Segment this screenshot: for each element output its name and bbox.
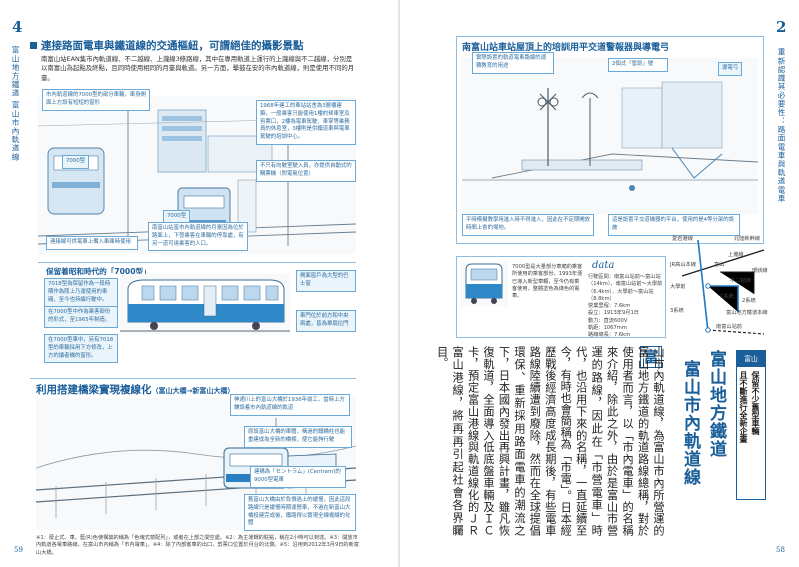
section1-title: 連接路面電車與鐵道線的交通樞紐，可謂絕佳的攝影景點	[41, 40, 304, 52]
label-7000-sign-a: 7000型	[62, 155, 90, 169]
data-frame	[456, 256, 666, 338]
callout-double-track: 舊富山大橋由於負債過上的緩慢，因此這段路線只是緩慢時期運營車，不過在新富山大橋投…	[244, 494, 356, 532]
callout-bridge-1936: 神通川上的富山大橋於1936年竣工，當時上方鋪設着市內軌道線的軌道	[230, 394, 350, 416]
left-page: 4 富山地方鐵道 富山市內軌道線 59 連接路面電車與鐵道線的交通樞紐，可謂絕佳…	[0, 0, 399, 567]
map-route-3: 3系統	[670, 308, 684, 314]
footnote: ※1：廢止式、車、藍(R)色使構築的稱為「色塊式窗配列」，或者在上部之間空處。※…	[36, 535, 359, 556]
left-side-title: 富山地方鐵道 富山市內軌道線	[11, 46, 20, 162]
map-station-toyama: 富山	[714, 262, 725, 268]
book-spine	[398, 0, 400, 567]
map-line-main: 富山地方鐵道本線	[726, 310, 768, 316]
map-station-daigakumae: 大學前	[670, 284, 686, 290]
callout-platform: 南富山站富市內軌道線的月臺因為位於路面上，下發乘客在車輛的停靠處，有另一道可達乘…	[148, 222, 248, 252]
right-page: 2 重新認識其必要性：路面電車與軌道電車 58 南富山站車站屋頂上的培訓用平交道…	[400, 0, 799, 567]
data-line: 設立：1913年9月1日	[588, 310, 639, 317]
data-lines: 行駛區間：南富山站前～富山站（14km）、南富山站前～大學前（6.4km）、大學…	[588, 274, 664, 340]
callout-training-purpose: 實際設置的軌道電車路線的運轉教育的用途	[472, 52, 554, 74]
callout-no-entry: 平時模擬教學用進入時不得進入，因此在不定期開放時間上會的場地。	[462, 214, 594, 236]
callout-bridge-rebuild: 原設富山大橋的車體，橫過的鐵橋柱也能重建成為全新的橋樑，使它能夠行駛	[244, 426, 352, 448]
map-line-shinkansen: 北陸新幹線	[734, 236, 760, 242]
map-line-kamidaki: 上瀧線	[728, 252, 744, 258]
drop-cap: 富	[640, 346, 662, 368]
data-line: 營業里程：7.6km	[588, 303, 631, 310]
map-line-fujikoshi: 不二越線	[730, 278, 751, 284]
callout-window: 市內軌道線的7000型的部分車輛，車身側面上方設有短短的窗形	[42, 89, 150, 111]
note-doors: 車門位於前方和中央兩處，皆為單扇拉門	[296, 310, 356, 332]
route-map: 大學前 富山 南富山站前 3系統 1系統 2系統 上瀧線 不二越線 富山地方鐵道…	[668, 232, 772, 342]
map-route-2: 2系統	[742, 298, 756, 304]
data-heading: data	[592, 260, 615, 271]
data-line: 動力：直流600V	[588, 317, 628, 324]
roof-sketch	[462, 58, 758, 214]
tram7000-illustration	[120, 279, 290, 332]
main-title-line2: 富山市內軌道線	[680, 360, 700, 486]
route-map-lines	[681, 239, 765, 335]
main-title-line1: 富山地方鐵道	[706, 350, 726, 458]
data-line: 行駛區間：南富山站前～富山站（14km）、南富山站前～大學前（6.4km）、大學…	[588, 274, 663, 302]
callout-ticket: 不只有向駛室駛入員，亦提供自動式的購票機（附電氣位置）	[256, 160, 356, 182]
section3-title-sub: （富山大橋→新富山大橋）	[151, 387, 235, 395]
callout-pantograph-signal: 2個式「管訓」號	[608, 58, 668, 72]
body-text: 山市內軌道線，為富山市內所營運的富山地方鐵道的軌道路線總稱，對於使用者而言，以「…	[435, 346, 665, 536]
section3-title: 利用搭建橋梁實現複線化（富山大橋→新富山大橋）	[36, 382, 234, 397]
callout-station-building: 1968年建工的車站站舍為3層樓建築，一般乘客只能使用1樓的候車室及剪票口，2樓…	[256, 100, 356, 146]
callout-centram: 建構為「セントラム」(Centram)的9000型電車	[250, 466, 346, 488]
callout-connecting-track: 連接線可供電車上備入車庫時使用	[46, 236, 138, 250]
section1-intro: 南富山站EAN集市內軌道線、不二越線、上瀧線3條路線，其中在專用軌道上運行的上瀧…	[41, 55, 355, 82]
region-tag-box: 富山 保留不少舊型車輛 且不斷進行全新企畫	[736, 350, 766, 500]
note-7018-window: 在7000型車中，另有7018型的車輛採用下方修改，上方的讀者機的窗形。	[44, 334, 118, 364]
data-line: 路線總長：7.6km	[588, 332, 631, 339]
callout-crossing-platform: 這是設置平交道機器的平台，使用的是4等分架的設施	[608, 214, 740, 236]
right-page-number-bottom: 58	[776, 546, 785, 554]
map-line-jr: JR高山本線	[670, 262, 696, 268]
left-page-number-top: 4	[12, 18, 23, 36]
section2-top-rule	[38, 262, 356, 263]
data-line: 軌距：1067mm	[588, 324, 627, 331]
tram7000-sketch	[120, 274, 290, 334]
map-legend: 環狀線	[752, 268, 768, 274]
note-1965: 在7000型中作為乘客部份的形式，至1965年制造。	[44, 306, 118, 328]
roof-section-frame	[456, 36, 764, 244]
note-bus-window: 側面窗戶為大型的巴士窗	[296, 270, 356, 292]
section2-title: 保留着昭和時代的「7000型」	[46, 267, 151, 276]
roof-illustration	[462, 81, 758, 191]
region-tag-line1: 保留不少舊型車輛	[751, 371, 761, 435]
section3-title-main: 利用搭建橋梁實現複線化	[36, 384, 152, 396]
data-tram-note: 7000型是大量部分車廂的乘客所使用的乘客部份，1993年便已導入新型車輛，至今…	[512, 264, 583, 300]
region-tag-label: 富山	[737, 351, 765, 367]
right-page-number-top: 2	[776, 18, 787, 36]
section1-bullet	[30, 42, 37, 49]
roof-section-title: 南富山站車站屋頂上的培訓用平交道警報器與導電弓	[462, 43, 670, 53]
section3-top-rule	[30, 378, 356, 379]
data-tram-illustration	[465, 263, 503, 304]
map-station-minamitoyama: 南富山站前	[716, 324, 742, 330]
left-page-number-bottom: 59	[14, 546, 23, 554]
map-route-1: 1系統	[720, 294, 734, 300]
map-line-atago: 愛岩港線	[672, 236, 693, 242]
data-tram-sketch	[460, 262, 508, 306]
label-pantograph: 導電弓	[718, 62, 743, 76]
right-side-title: 重新認識其必要性：路面電車與軌道電車	[777, 48, 786, 203]
region-tag-line2: 且不斷進行全新企畫	[739, 371, 749, 443]
note-7018: 7018型為保留作為一段時期作為陵上乃運使用的車廂，至今也持續行駛中。	[44, 278, 118, 308]
